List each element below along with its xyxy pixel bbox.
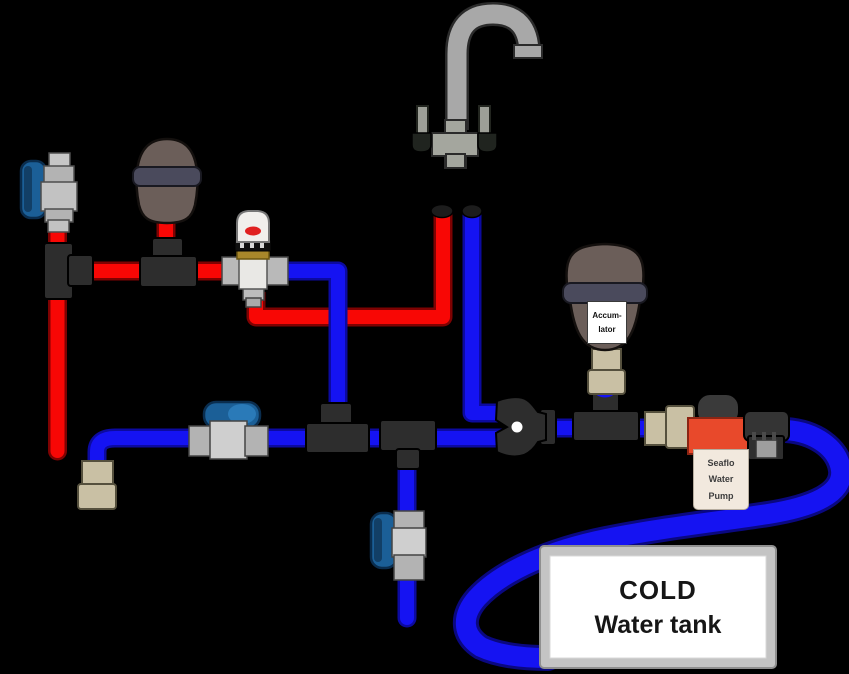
tee-horizontal [139, 255, 198, 288]
valve-body [391, 527, 427, 558]
tank-label-line1: COLD [619, 574, 697, 605]
faucet-body-lower [445, 153, 466, 169]
cold-connector [461, 203, 483, 219]
faucet [411, 1, 543, 219]
spout-tip [513, 44, 543, 59]
hot-tee-left [43, 242, 94, 300]
accumulator-label-line1: Accum- [592, 310, 622, 320]
valve-left-collar [188, 425, 213, 457]
right-handle-base [477, 132, 498, 153]
spout [447, 4, 539, 130]
accumulator-label-line2: lator [598, 324, 616, 334]
hot-connector [430, 203, 454, 219]
hot-shutoff-valve [19, 152, 78, 233]
tee-stub [395, 448, 421, 470]
valve-top-nut [43, 165, 75, 184]
pump-label-line3: Pump [708, 490, 734, 501]
strainer-window [755, 439, 778, 459]
tee-branch [67, 254, 94, 287]
pump-label: Seaflo Water Pump [693, 449, 749, 510]
mixer-cap-red-dot [245, 226, 261, 236]
tee-horizontal [379, 419, 437, 452]
scale-tick [250, 243, 254, 248]
scale-tick [260, 243, 264, 248]
faucet-cross [431, 132, 479, 157]
valve-body [40, 181, 78, 212]
brass-lower [77, 483, 117, 510]
manifold-ball-valve [188, 400, 269, 460]
expansion-vessel [132, 137, 202, 225]
tank-body [549, 555, 767, 659]
clamp-ridge [752, 432, 756, 440]
accumulator-band [562, 282, 648, 304]
hose [455, 420, 849, 668]
clamp-ridge [762, 432, 766, 440]
water-pump [687, 393, 751, 455]
valve-center [209, 420, 248, 460]
pump-strainer [743, 410, 790, 461]
clamp-ridge [772, 432, 776, 440]
tank-label-line2: Water tank [594, 610, 722, 639]
scale-tick [240, 243, 244, 248]
left-handle-base [411, 132, 432, 153]
tap-cold-line [465, 210, 500, 420]
tank-label: COLD Water tank [550, 556, 766, 658]
mixer-bottom-tip [245, 297, 262, 308]
handle-shade [24, 166, 32, 212]
brass-left [644, 411, 669, 446]
cold-tee-1 [305, 402, 370, 454]
valve-bottom-nut [393, 554, 425, 581]
brass-lower [587, 369, 626, 395]
valve-top-nut [393, 510, 425, 531]
y-pin [511, 421, 523, 433]
drain-valve [369, 510, 427, 581]
mixing-valve [221, 210, 289, 308]
brass-upper [81, 460, 114, 486]
pump-label-line2: Water [708, 474, 734, 485]
hot-tee-vessel [139, 237, 198, 288]
handle-shade [374, 518, 382, 562]
vessel-band [132, 166, 202, 187]
pump-inlet-fittings [644, 405, 695, 449]
brass-upper [591, 348, 622, 373]
valve-right-collar [244, 425, 269, 457]
y-splitter [494, 396, 557, 458]
accumulator-fitting [587, 348, 626, 395]
handle-highlight [228, 404, 256, 424]
cold-water-tank [539, 545, 777, 669]
cold-tee-2 [379, 419, 437, 470]
cold-manifold [90, 431, 508, 480]
pump-label-line1: Seaflo [707, 457, 735, 468]
tee-horizontal [305, 422, 370, 454]
tee-horizontal [572, 410, 640, 442]
valve-lower-cap [47, 219, 70, 233]
accumulator-label: Accum- lator [587, 301, 627, 344]
manifold-end-fitting [77, 460, 117, 510]
tank-feed-hose [452, 417, 849, 671]
